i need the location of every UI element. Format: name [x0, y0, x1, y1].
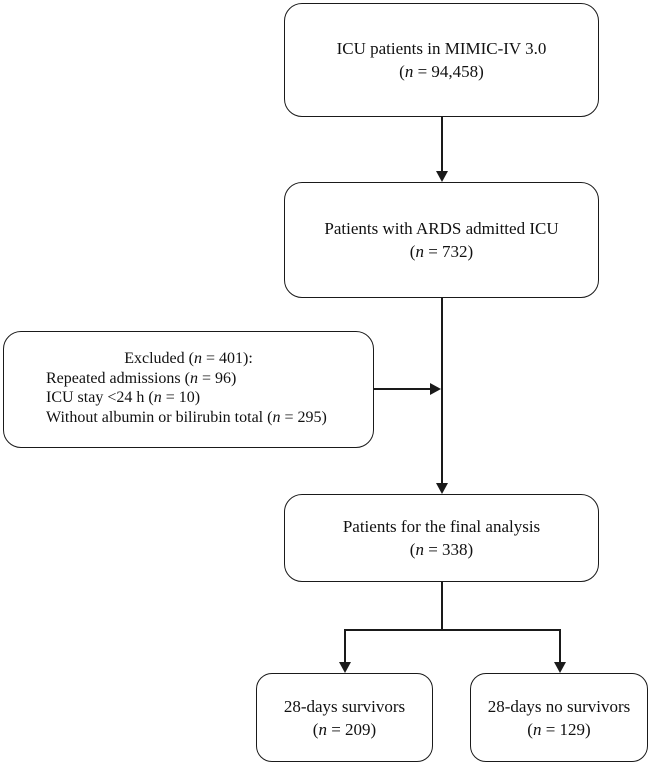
- box-title: Patients with ARDS admitted ICU: [324, 219, 559, 238]
- excluded-header: Excluded (n = 401):: [124, 350, 253, 367]
- box-count: (n = 338): [409, 540, 474, 559]
- flow-box-final-analysis: Patients for the final analysis (n = 338…: [284, 494, 599, 582]
- box-title: Patients for the final analysis: [342, 517, 541, 536]
- flow-box-survivors: 28-days survivors (n = 209): [256, 673, 433, 762]
- box-count: (n = 129): [527, 719, 591, 739]
- box-count: (n = 732): [409, 242, 474, 261]
- excluded-item: ICU stay <24 h (n = 10): [46, 389, 201, 406]
- flow-box-excluded: Excluded (n = 401): Repeated admissions …: [3, 331, 374, 448]
- box-title: ICU patients in MIMIC-IV 3.0: [336, 39, 547, 58]
- connector-box3-branch-stem: [441, 582, 443, 630]
- arrowhead-down-icon: [553, 662, 566, 673]
- connector-box1-box2: [441, 117, 443, 173]
- excluded-item: Repeated admissions (n = 96): [46, 369, 237, 387]
- flow-box-no-survivors: 28-days no survivors (n = 129): [470, 673, 648, 762]
- connector-branch-right: [559, 629, 561, 663]
- box-title: 28-days survivors: [283, 696, 406, 716]
- connector-box2-box3: [441, 298, 443, 484]
- arrowhead-down-icon: [435, 171, 448, 182]
- box-count: (n = 94,458): [399, 62, 484, 81]
- flow-box-icu-patients: ICU patients in MIMIC-IV 3.0 (n = 94,458…: [284, 3, 599, 117]
- connector-branch-horizontal: [344, 629, 561, 631]
- arrowhead-down-icon: [338, 662, 351, 673]
- arrowhead-right-icon: [430, 382, 441, 395]
- connector-excluded-mainline: [374, 388, 430, 390]
- arrowhead-down-icon: [435, 483, 448, 494]
- box-count: (n = 209): [312, 719, 377, 739]
- connector-branch-left: [344, 629, 346, 663]
- flow-box-ards-patients: Patients with ARDS admitted ICU (n = 732…: [284, 182, 599, 298]
- box-title: 28-days no survivors: [487, 696, 631, 716]
- excluded-item: Without albumin or bilirubin total (n = …: [46, 408, 327, 426]
